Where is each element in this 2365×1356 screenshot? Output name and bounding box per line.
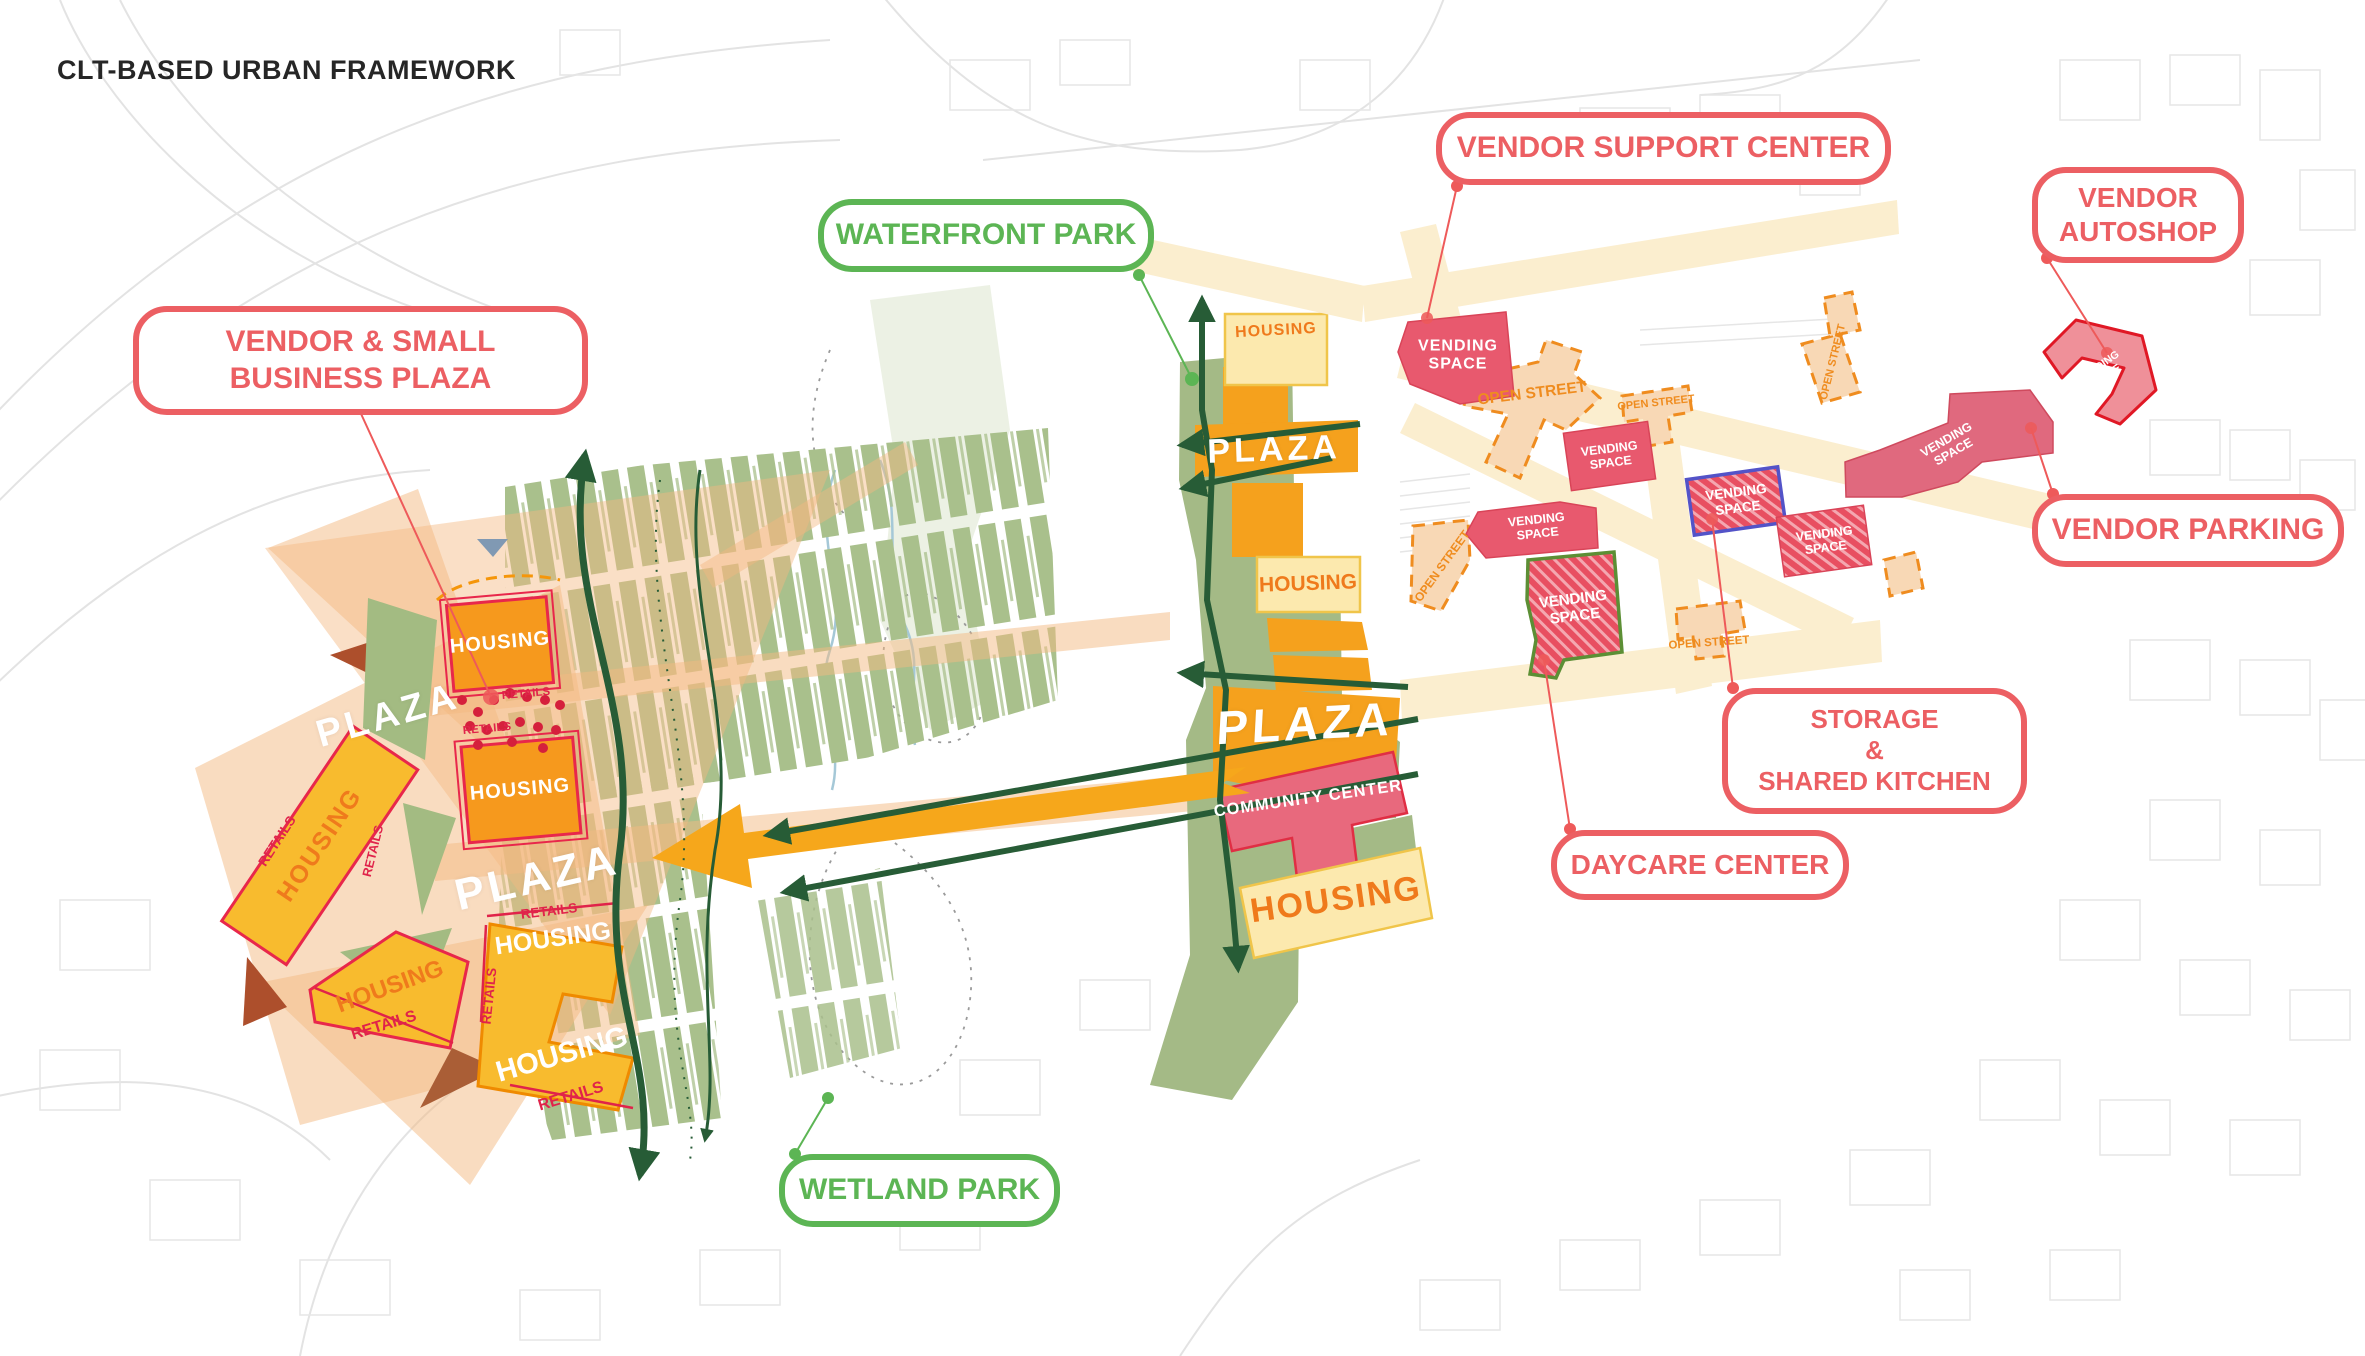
callout-waterfront-park: WATERFRONT PARK bbox=[818, 199, 1154, 272]
callout-vendor-autoshop: VENDOR AUTOSHOP bbox=[2032, 167, 2244, 264]
plaza-label-strip-lower: PLAZA bbox=[1215, 691, 1395, 755]
vending-space-hatched bbox=[1775, 504, 1873, 578]
storage-line: STORAGE bbox=[1810, 704, 1939, 734]
basemap-roads bbox=[0, 0, 1921, 1356]
plaza-accent-triangle-2 bbox=[243, 957, 287, 1026]
vending-space-line: SPACE bbox=[1428, 356, 1488, 373]
vending-space-block bbox=[1562, 420, 1657, 492]
callout-daycare-center: DAYCARE CENTER bbox=[1551, 830, 1849, 901]
vending-space-line: VENDING bbox=[1418, 337, 1498, 355]
callout-leaders bbox=[351, 180, 2113, 1160]
callout-storage-shared-kitchen: STORAGE & SHARED KITCHEN bbox=[1722, 688, 2027, 814]
vending-space-block bbox=[1465, 501, 1599, 559]
dashed-orange-edge bbox=[435, 574, 561, 602]
pointer-marker-triangle bbox=[477, 539, 508, 557]
callout-vendor-small-business-plaza: VENDOR & SMALL BUSINESS PLAZA bbox=[133, 306, 588, 416]
housing-label-strip-mid: HOUSING bbox=[1258, 570, 1358, 597]
housing-hexagon bbox=[219, 724, 420, 967]
vending-space-daycare bbox=[1525, 550, 1624, 680]
storage-line: & bbox=[1865, 735, 1884, 766]
yellow-flow-arrow bbox=[652, 767, 1250, 888]
vending-space-parking bbox=[1844, 389, 2054, 498]
page-title: CLT-BASED URBAN FRAMEWORK bbox=[57, 55, 516, 85]
callout-vendor-support-center: VENDOR SUPPORT CENTER bbox=[1436, 112, 1891, 185]
plaza-label-strip-upper: PLAZA bbox=[1206, 428, 1342, 471]
callout-vendor-parking: VENDOR PARKING bbox=[2032, 494, 2344, 567]
callout-wetland-park: WETLAND PARK bbox=[779, 1154, 1060, 1227]
vending-space-autoshop bbox=[2042, 318, 2158, 426]
housing-pentagon bbox=[308, 930, 470, 1050]
vending-space-support-center bbox=[1397, 311, 1515, 405]
storage-line: SHARED KITCHEN bbox=[1758, 766, 1991, 797]
housing-block-1 bbox=[438, 589, 562, 699]
strip-cream-blocks bbox=[1223, 312, 1362, 614]
green-flow-arrows bbox=[564, 294, 1419, 1182]
